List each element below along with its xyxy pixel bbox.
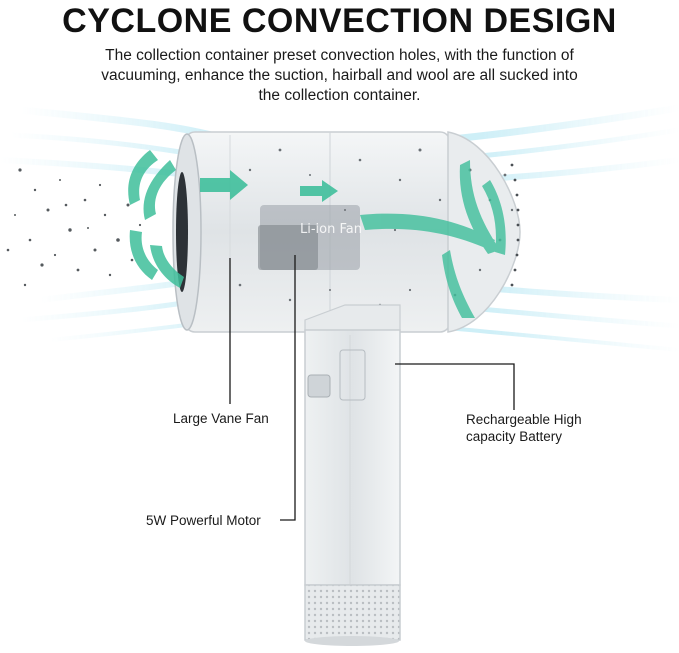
description-line-3: the collection container.	[258, 87, 421, 104]
callout-leader-lines	[229, 255, 515, 521]
description-line-1: The collection container preset convecti…	[105, 47, 574, 64]
page-title: CYCLONE CONVECTION DESIGN	[62, 2, 617, 40]
callout-battery-line-2: capacity Battery	[466, 429, 563, 444]
intake-swirl-arrows	[128, 150, 184, 288]
description: The collection container preset convecti…	[50, 46, 629, 106]
flow-arrows	[200, 170, 338, 202]
exhaust-vents	[510, 163, 520, 287]
callout-motor: 5W Powerful Motor	[146, 513, 261, 528]
body-print: Li-ion Fan	[300, 222, 362, 237]
device-handle	[304, 304, 401, 646]
callout-battery-line-1: Rechargeable High	[466, 412, 582, 427]
dust-particles	[6, 168, 142, 287]
exhaust-swirl	[360, 160, 506, 318]
description-line-2: vacuuming, enhance the suction, hairball…	[101, 67, 578, 84]
callout-large-vane-fan: Large Vane Fan	[173, 411, 269, 426]
callout-battery: Rechargeable High capacity Battery	[466, 411, 582, 445]
